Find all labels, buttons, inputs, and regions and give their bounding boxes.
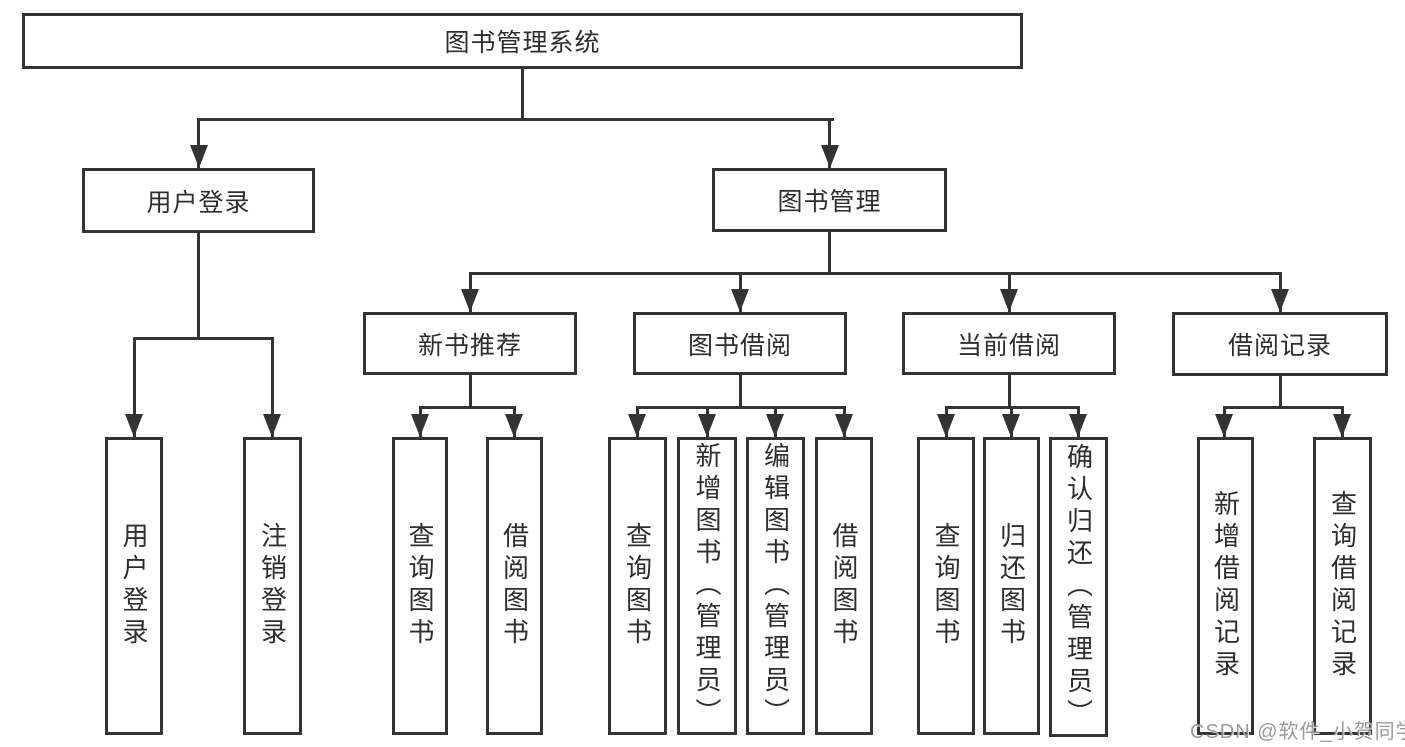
node-book-management: 图书管理 [712,168,947,232]
connector-line [196,118,834,121]
leaf-current-confirm-admin: 确认归还（管理员） [1049,437,1108,737]
connector-line [197,233,200,340]
leaf-current-query-label: 查询图书 [931,522,961,650]
arrowhead-down-icon [1333,414,1351,437]
leaf-borrow-edit-admin: 编辑图书（管理员） [746,437,805,735]
node-new-book-recommend: 新书推荐 [363,312,577,375]
arrowhead-down-icon [731,289,749,312]
node-root-label: 图书管理系统 [444,29,601,57]
connector-line [1223,406,1344,409]
node-root: 图书管理系统 [22,13,1023,69]
connector-line [635,406,846,409]
node-user-login: 用户登录 [82,168,315,233]
leaf-borrow-add-admin: 新增图书（管理员） [677,437,737,735]
leaf-borrow-edit-admin-label: 编辑图书（管理员） [760,442,791,730]
arrowhead-down-icon [628,414,646,437]
arrowhead-down-icon [835,414,853,437]
arrowhead-down-icon [1271,289,1289,312]
arrowhead-down-icon [125,414,143,437]
connector-line [1007,375,1011,409]
arrowhead-down-icon [505,414,523,437]
leaf-current-return-label: 归还图书 [996,522,1027,650]
leaf-borrow-borrow-label: 借阅图书 [829,522,859,650]
connector-line [197,118,200,168]
leaf-record-add: 新增借阅记录 [1197,437,1254,735]
arrowhead-down-icon [263,414,281,437]
arrowhead-down-icon [189,145,208,168]
node-borrow-records: 借阅记录 [1172,312,1388,376]
connector-line [828,118,831,168]
leaf-borrow-query-label: 查询图书 [622,522,653,650]
node-book-borrow-label: 图书借阅 [687,331,792,360]
leaf-current-return: 归还图书 [983,437,1040,735]
leaf-user-login-label: 用户登录 [119,522,149,650]
watermark: CSDN @软件_小贺同学 [1190,721,1405,743]
leaf-current-query: 查询图书 [917,437,975,735]
leaf-borrow-query: 查询图书 [608,437,667,735]
node-user-login-label: 用户登录 [146,188,251,217]
leaf-newbook-borrow: 借阅图书 [486,437,543,735]
node-book-borrow: 图书借阅 [633,312,847,375]
arrowhead-down-icon [820,145,839,168]
arrowhead-down-icon [461,289,479,312]
node-current-borrow-label: 当前借阅 [956,331,1061,360]
connector-line [828,232,831,275]
leaf-logout: 注销登录 [243,437,302,735]
connector-line [468,375,472,409]
connector-line [418,406,516,409]
node-new-book-recommend-label: 新书推荐 [417,331,522,360]
leaf-current-confirm-admin-label: 确认归还（管理员） [1063,443,1094,731]
leaf-borrow-borrow: 借阅图书 [815,437,873,735]
arrowhead-down-icon [766,414,784,437]
leaf-logout-label: 注销登录 [257,522,288,650]
connector-line [270,337,274,437]
arrowhead-down-icon [1000,289,1018,312]
leaf-newbook-query-label: 查询图书 [405,522,435,650]
leaf-record-query: 查询借阅记录 [1313,437,1372,735]
connector-line [1278,375,1282,409]
node-borrow-records-label: 借阅记录 [1227,332,1332,360]
arrowhead-down-icon [1215,414,1233,437]
leaf-borrow-add-admin-label: 新增图书（管理员） [692,442,722,730]
node-book-management-label: 图书管理 [777,188,882,216]
connector-line [738,375,742,409]
leaf-record-query-label: 查询借阅记录 [1327,490,1358,682]
connector-line [520,69,524,121]
leaf-user-login: 用户登录 [105,437,163,735]
arrowhead-down-icon [1002,414,1020,437]
connector-line [132,337,136,437]
connector-line [468,272,1282,275]
arrowhead-down-icon [698,414,716,437]
node-current-borrow: 当前借阅 [902,312,1116,375]
arrowhead-down-icon [1069,414,1087,437]
leaf-newbook-borrow-label: 借阅图书 [499,522,530,650]
leaf-record-add-label: 新增借阅记录 [1210,490,1241,682]
arrowhead-down-icon [937,414,955,437]
arrowhead-down-icon [411,414,429,437]
leaf-newbook-query: 查询图书 [392,437,448,735]
connector-line [132,337,274,340]
